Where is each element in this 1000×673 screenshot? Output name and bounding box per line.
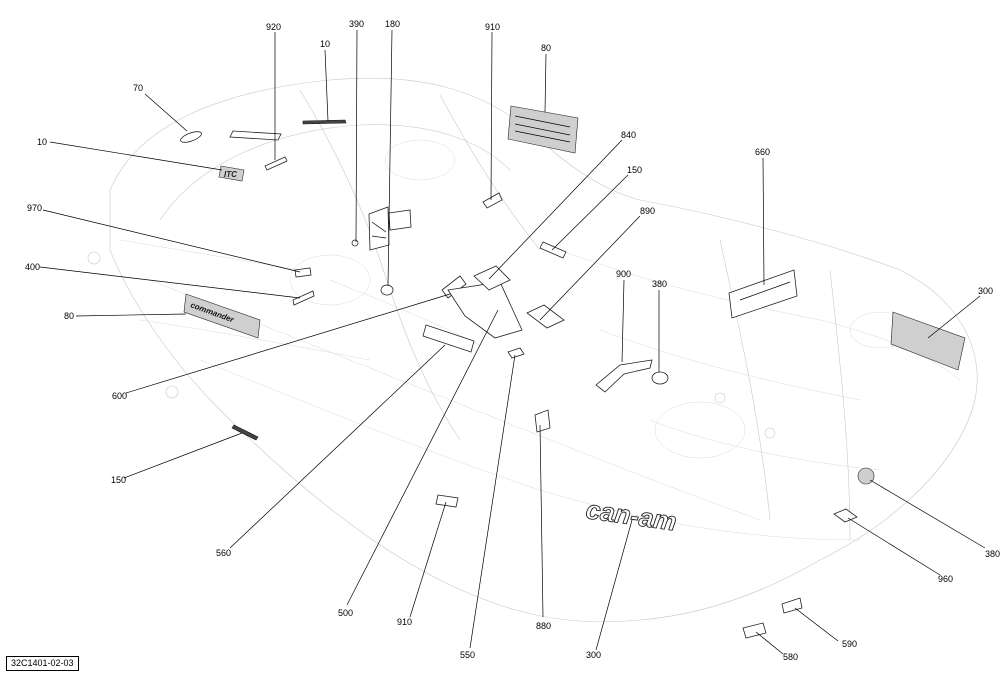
decal-10-stripe-top [302,119,347,125]
decal-180-warning [368,206,390,251]
decal-920-small [264,156,288,171]
decal-960-small [833,508,858,523]
callout-180: 180 [385,19,400,29]
callout-80-top: 80 [541,43,551,53]
callout-390: 390 [349,19,364,29]
decal-900-curve [595,359,653,393]
decal-150-side [231,424,259,441]
decal-920-strip [229,130,282,141]
callout-920: 920 [266,22,281,32]
callout-550: 550 [460,650,475,660]
callout-300-right: 300 [978,286,993,296]
decal-400-strip [292,290,315,306]
callout-840: 840 [621,130,636,140]
decal-910-bottom [435,494,459,508]
diagram-reference-code: 32C1401-02-03 [6,656,79,671]
decal-390-dot [351,239,359,247]
callout-10-left: 10 [37,137,47,147]
callout-80-left: 80 [64,311,74,321]
callout-380-right: 380 [985,549,1000,559]
callout-600: 600 [112,391,127,401]
decal-10-badge-text: ITC [224,170,237,179]
callout-380-mid: 380 [652,279,667,289]
callout-400: 400 [25,262,40,272]
decal-840-panel [473,265,511,291]
decal-380-oval [651,371,669,385]
callout-10-top: 10 [320,39,330,49]
callout-890: 890 [640,206,655,216]
decal-880-small [534,409,551,433]
callout-150-left: 150 [111,475,126,485]
callout-970: 970 [27,203,42,213]
callout-580: 580 [783,652,798,662]
decal-10-badge [218,165,245,182]
decal-970-pin [294,267,312,278]
decal-70-oval [180,131,202,143]
decal-300-side [890,311,966,371]
decal-380-round [857,467,875,485]
decal-150-small [539,241,567,259]
callout-880: 880 [536,621,551,631]
decal-660-large [728,269,798,319]
callout-590: 590 [842,639,857,649]
decal-580-small [742,622,767,639]
leader-lines [39,29,986,655]
callout-960: 960 [938,574,953,584]
callout-300-bottom: 300 [586,650,601,660]
callout-70: 70 [133,83,143,93]
callout-910-bottom: 910 [397,617,412,627]
decal-180-warning-b [388,209,412,231]
decal-910-top [482,192,503,209]
decal-890-panel [526,304,565,329]
decal-180-round [380,284,394,296]
decal-300-can-am-logo: can-am [584,494,678,536]
decal-parts: ITC commander can-am [180,105,966,639]
callout-660: 660 [755,147,770,157]
decal-550-small [507,347,525,359]
callout-560: 560 [216,548,231,558]
callout-910-top: 910 [485,22,500,32]
vehicle-ghost-outline [87,77,978,623]
decal-80-commander [183,293,261,339]
decal-500-large [447,281,523,339]
callout-900: 900 [616,269,631,279]
decal-560-strip [422,324,475,353]
callout-labels: 920 10 390 180 910 80 70 10 840 150 660 … [25,19,1000,662]
callout-150-top: 150 [627,165,642,175]
callout-500: 500 [338,608,353,618]
